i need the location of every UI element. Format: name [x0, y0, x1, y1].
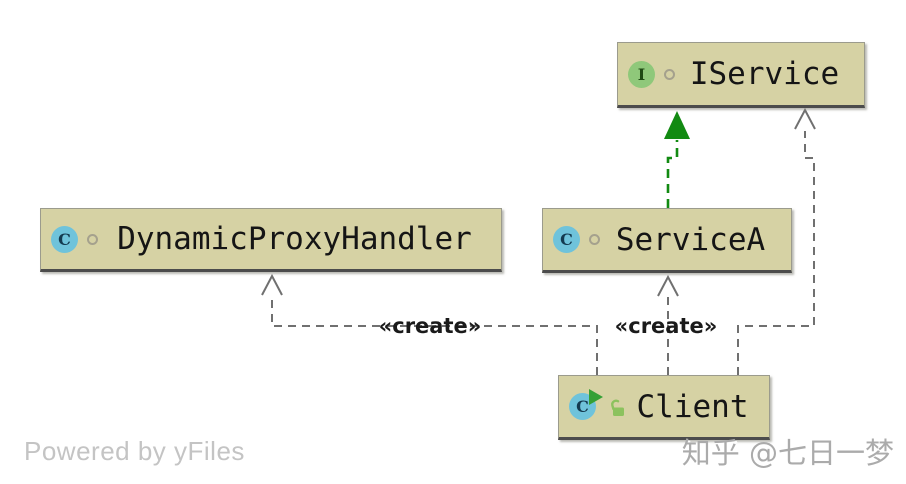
- visibility-dot-icon: [664, 68, 675, 80]
- visibility-dot-icon: [87, 233, 98, 245]
- class-icon-letter: C: [560, 230, 573, 249]
- interface-icon-letter: I: [637, 64, 646, 84]
- edge-create-client-dynamicproxyhandler[interactable]: [261, 273, 598, 375]
- visibility-dot-icon: [589, 234, 600, 245]
- edge-create-client-servicea[interactable]: [657, 274, 679, 375]
- class-node-dynamicproxyhandler[interactable]: C DynamicProxyHandler: [40, 208, 502, 272]
- class-node-iservice[interactable]: I IService: [617, 42, 865, 108]
- class-node-servicea[interactable]: C ServiceA: [542, 208, 792, 273]
- edge-label-create-dynamicproxyhandler: «create»: [378, 314, 482, 338]
- class-icon-letter: C: [576, 397, 589, 416]
- class-icon: C: [553, 226, 580, 253]
- node-label: DynamicProxyHandler: [117, 221, 472, 257]
- edge-implements-servicea-iservice[interactable]: [664, 111, 690, 208]
- arrowhead-open-icon: [657, 274, 679, 297]
- arrowhead-open-icon: [794, 107, 816, 130]
- powered-by-yfiles: Powered by yFiles: [24, 436, 245, 466]
- edge-label-create-servicea: «create»: [614, 314, 718, 338]
- class-icon-letter: C: [58, 229, 71, 249]
- watermark: 知乎 @七日一梦: [681, 436, 894, 470]
- class-node-client[interactable]: C Client: [558, 375, 770, 440]
- arrowhead-open-icon: [261, 273, 283, 296]
- interface-icon: I: [628, 60, 655, 88]
- node-label: ServiceA: [615, 221, 766, 258]
- arrowhead-triangle-icon: [664, 111, 690, 139]
- client-icon-cluster: C: [569, 389, 626, 420]
- class-icon: C: [51, 225, 78, 253]
- run-overlay-icon: [589, 389, 603, 405]
- edge-dependency-client-iservice[interactable]: [737, 107, 816, 375]
- node-label: IService: [689, 56, 840, 92]
- node-label: Client: [636, 388, 749, 425]
- lock-open-icon: [611, 399, 624, 416]
